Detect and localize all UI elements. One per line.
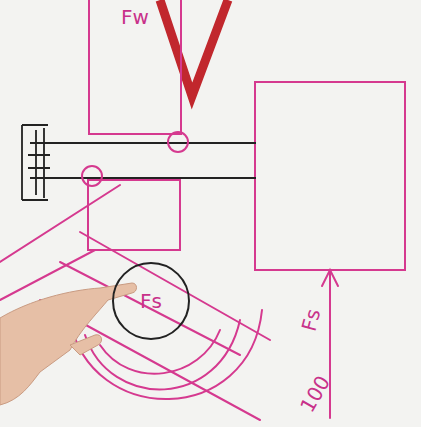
large-block [255,82,405,270]
arrow-head [322,270,338,286]
hand-figure [0,283,137,405]
sketch-curve [70,310,262,399]
flange-symbol [22,125,50,200]
shaft-line [30,142,256,144]
sketch-curve [100,330,220,374]
force-label: Fw [121,6,149,28]
gear-circle: Fs [112,262,190,340]
upper-housing: Fw [88,0,182,135]
bearing-circle [168,132,188,152]
bearing-circle [82,166,102,186]
sketch-curve [85,320,240,390]
shaft-line [30,177,256,179]
lower-housing [88,180,180,250]
sketch-line [80,232,270,340]
pointer-mark [160,0,228,96]
force-arrow [329,272,331,418]
force-label: Fs [297,306,326,333]
force-label: Fs [140,290,162,312]
hand-finger [70,335,102,355]
